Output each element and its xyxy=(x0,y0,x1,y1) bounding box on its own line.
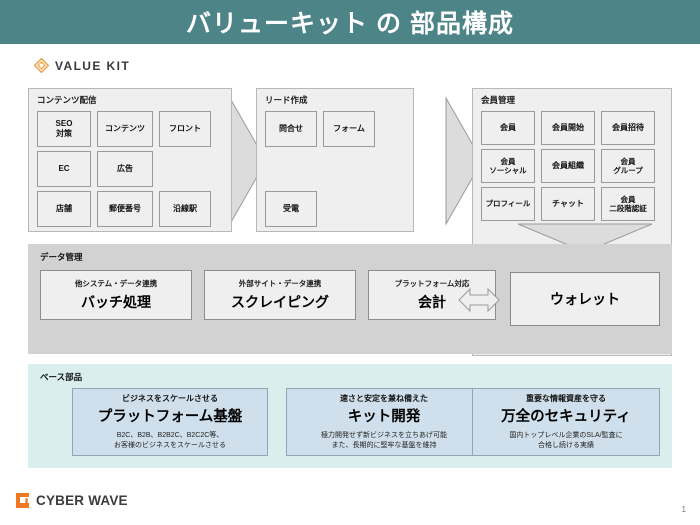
band-base-components: ベース部品 ビジネスをスケールさせる プラットフォーム基盤 B2C、B2B、B2… xyxy=(28,364,672,468)
tile-front[interactable]: フロント xyxy=(159,111,211,147)
card-subtitle: プラットフォーム対応 xyxy=(394,279,470,288)
tile-member[interactable]: 会員 xyxy=(481,111,535,145)
card-scraping[interactable]: 外部サイト・データ連携 スクレイピング xyxy=(204,270,356,320)
card-kit-development[interactable]: 速さと安定を兼ね備えた キット開発 極力開発せず新ビジネスを立ちあげ可能 また、… xyxy=(286,388,482,456)
band-title: データ管理 xyxy=(40,252,83,262)
panel-title: 会員管理 xyxy=(481,95,516,105)
panel-body: SEO 対策 コンテンツ フロント EC 広告 店舗 郵便番号 沿線駅 xyxy=(37,109,223,227)
panel-title: リード作成 xyxy=(265,95,308,105)
card-description-line2: 合格し続ける実績 xyxy=(538,442,594,449)
tile-member-social[interactable]: 会員 ソーシャル xyxy=(481,149,535,183)
tile-label-line1: 会員 xyxy=(620,194,636,204)
panel-content-delivery: コンテンツ配信 SEO 対策 コンテンツ フロント EC 広告 店舗 郵便番号 … xyxy=(28,88,232,232)
card-description-line1: 極力開発せず新ビジネスを立ちあげ可能 xyxy=(321,431,447,439)
tile-label-line2: グループ xyxy=(613,166,643,175)
tile-label-line2: 対策 xyxy=(56,129,72,138)
tile-label-line1: 会員 xyxy=(500,156,516,166)
card-title: 会計 xyxy=(418,294,446,310)
tile-member-start[interactable]: 会員開始 xyxy=(541,111,595,145)
panel-lead-generation: リード作成 問合せ フォーム 受電 xyxy=(256,88,414,232)
tile-member-two-factor-auth[interactable]: 会員 二段階認証 xyxy=(601,187,655,221)
tile-label-line1: SEO xyxy=(55,119,73,128)
card-title: キット開発 xyxy=(347,408,421,425)
tile-chat[interactable]: チャット xyxy=(541,187,595,221)
panel-body: 会員 会員開始 会員招待 会員 ソーシャル 会員組織 会員 グループ プロフィー… xyxy=(481,109,663,349)
flow-arrow-2-icon xyxy=(444,96,484,231)
tile-postal-code[interactable]: 郵便番号 xyxy=(97,191,153,227)
tile-member-organization[interactable]: 会員組織 xyxy=(541,149,595,183)
card-description-line1: B2C、B2B、B2B2C、B2C2C等、 xyxy=(116,431,224,439)
tile-label-line1: 会員 xyxy=(620,156,636,166)
tile-incoming-call[interactable]: 受電 xyxy=(265,191,317,227)
card-accounting[interactable]: プラットフォーム対応 会計 xyxy=(368,270,496,320)
card-subtitle: 重要な情報資産を守る xyxy=(526,393,606,403)
card-batch-processing[interactable]: 他システム・データ連携 バッチ処理 xyxy=(40,270,192,320)
card-description-line2: また、長期的に堅牢な基盤を維持 xyxy=(331,442,437,449)
card-platform-foundation[interactable]: ビジネスをスケールさせる プラットフォーム基盤 B2C、B2B、B2B2C、B2… xyxy=(72,388,268,456)
card-title: プラットフォーム基盤 xyxy=(97,408,243,425)
tile-contents[interactable]: コンテンツ xyxy=(97,111,153,147)
card-description-line2: お客様のビジネスをスケールさせる xyxy=(114,442,226,449)
panel-body: 問合せ フォーム 受電 xyxy=(265,109,405,227)
panel-title: コンテンツ配信 xyxy=(37,95,97,105)
tile-label-line2: 二段階認証 xyxy=(609,204,647,213)
page-number: 1 xyxy=(681,505,686,514)
tile-member-invite[interactable]: 会員招待 xyxy=(601,111,655,145)
tile-seo[interactable]: SEO 対策 xyxy=(37,111,91,147)
tile-inquiry[interactable]: 問合せ xyxy=(265,111,317,147)
card-title: 万全のセキュリティ xyxy=(501,408,631,425)
cyber-wave-logo-icon xyxy=(14,492,31,509)
bidirectional-arrow-icon xyxy=(458,285,500,320)
card-description-line1: 国内トップレベル企業のSLA/監査に xyxy=(509,431,623,439)
tile-label-line2: ソーシャル xyxy=(489,166,527,175)
page-title: バリューキット の 部品構成 xyxy=(186,10,514,38)
tile-ec[interactable]: EC xyxy=(37,151,91,187)
diamond-logo-icon xyxy=(33,57,50,74)
tile-profile[interactable]: プロフィール xyxy=(481,187,535,221)
down-arrow-icon xyxy=(516,222,654,259)
brand-logo-text: VALUE KIT xyxy=(55,58,131,73)
card-subtitle: ビジネスをスケールさせる xyxy=(122,393,218,403)
tile-member-group[interactable]: 会員 グループ xyxy=(601,149,655,183)
band-title: ベース部品 xyxy=(40,372,83,382)
card-wallet[interactable]: ウォレット xyxy=(510,272,660,326)
card-subtitle: 外部サイト・データ連携 xyxy=(238,279,322,288)
tile-ad[interactable]: 広告 xyxy=(97,151,153,187)
page-header: バリューキット の 部品構成 xyxy=(0,0,700,44)
card-subtitle: 速さと安定を兼ね備えた xyxy=(340,393,428,403)
card-title: バッチ処理 xyxy=(81,294,151,310)
tile-railway-station[interactable]: 沿線駅 xyxy=(159,191,211,227)
card-title: スクレイピング xyxy=(231,294,329,310)
footer-logo: CYBER WAVE xyxy=(14,492,128,509)
brand-logo: VALUE KIT xyxy=(33,57,131,74)
footer-logo-text: CYBER WAVE xyxy=(36,493,128,508)
tile-form[interactable]: フォーム xyxy=(323,111,375,147)
tile-store[interactable]: 店舗 xyxy=(37,191,91,227)
card-full-security[interactable]: 重要な情報資産を守る 万全のセキュリティ 国内トップレベル企業のSLA/監査に … xyxy=(472,388,660,456)
card-subtitle: 他システム・データ連携 xyxy=(74,279,158,288)
